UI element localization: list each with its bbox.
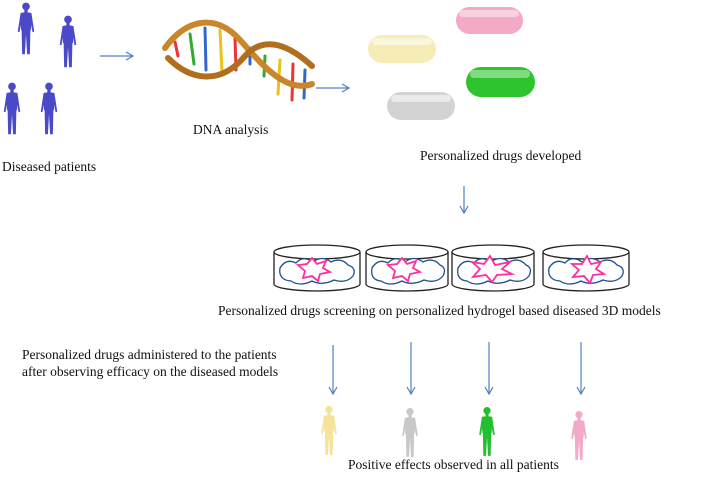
positive-effects-label: Positive effects observed in all patient…: [348, 457, 559, 472]
dna-helix-icon: [162, 19, 315, 102]
patient-figure-icon: [402, 408, 418, 457]
drug-screening-label: Personalized drugs screening on personal…: [218, 303, 661, 318]
administration-label-line1: Personalized drugs administered to the p…: [22, 347, 277, 362]
capsule-icon: [466, 67, 535, 97]
administration-label-line2: after observing efficacy on the diseased…: [22, 364, 279, 379]
petri-dish-icon: [451, 244, 535, 292]
diseased-patients-label: Diseased patients: [2, 159, 97, 174]
patient-figure-icon: [3, 82, 21, 135]
treated-patients-group: [321, 406, 587, 460]
patient-figure-icon: [17, 2, 35, 55]
patient-figure-icon: [571, 411, 587, 460]
patient-figure-icon: [479, 407, 495, 456]
capsule-icon: [456, 7, 523, 34]
drugs-developed-label: Personalized drugs developed: [420, 148, 582, 163]
petri-dish-icon: [273, 244, 361, 292]
dna-analysis-label: DNA analysis: [193, 122, 269, 137]
petri-dishes-group: [273, 244, 630, 292]
patient-figure-icon: [40, 82, 58, 135]
patient-figure-icon: [321, 406, 337, 455]
petri-dish-icon: [365, 244, 449, 292]
personalized-drugs-capsules: [368, 7, 535, 120]
administration-label: Personalized drugs administered to the p…: [22, 346, 278, 380]
patient-figure-icon: [59, 15, 77, 68]
petri-dish-icon: [542, 244, 630, 292]
diseased-patients-group: [3, 2, 77, 135]
